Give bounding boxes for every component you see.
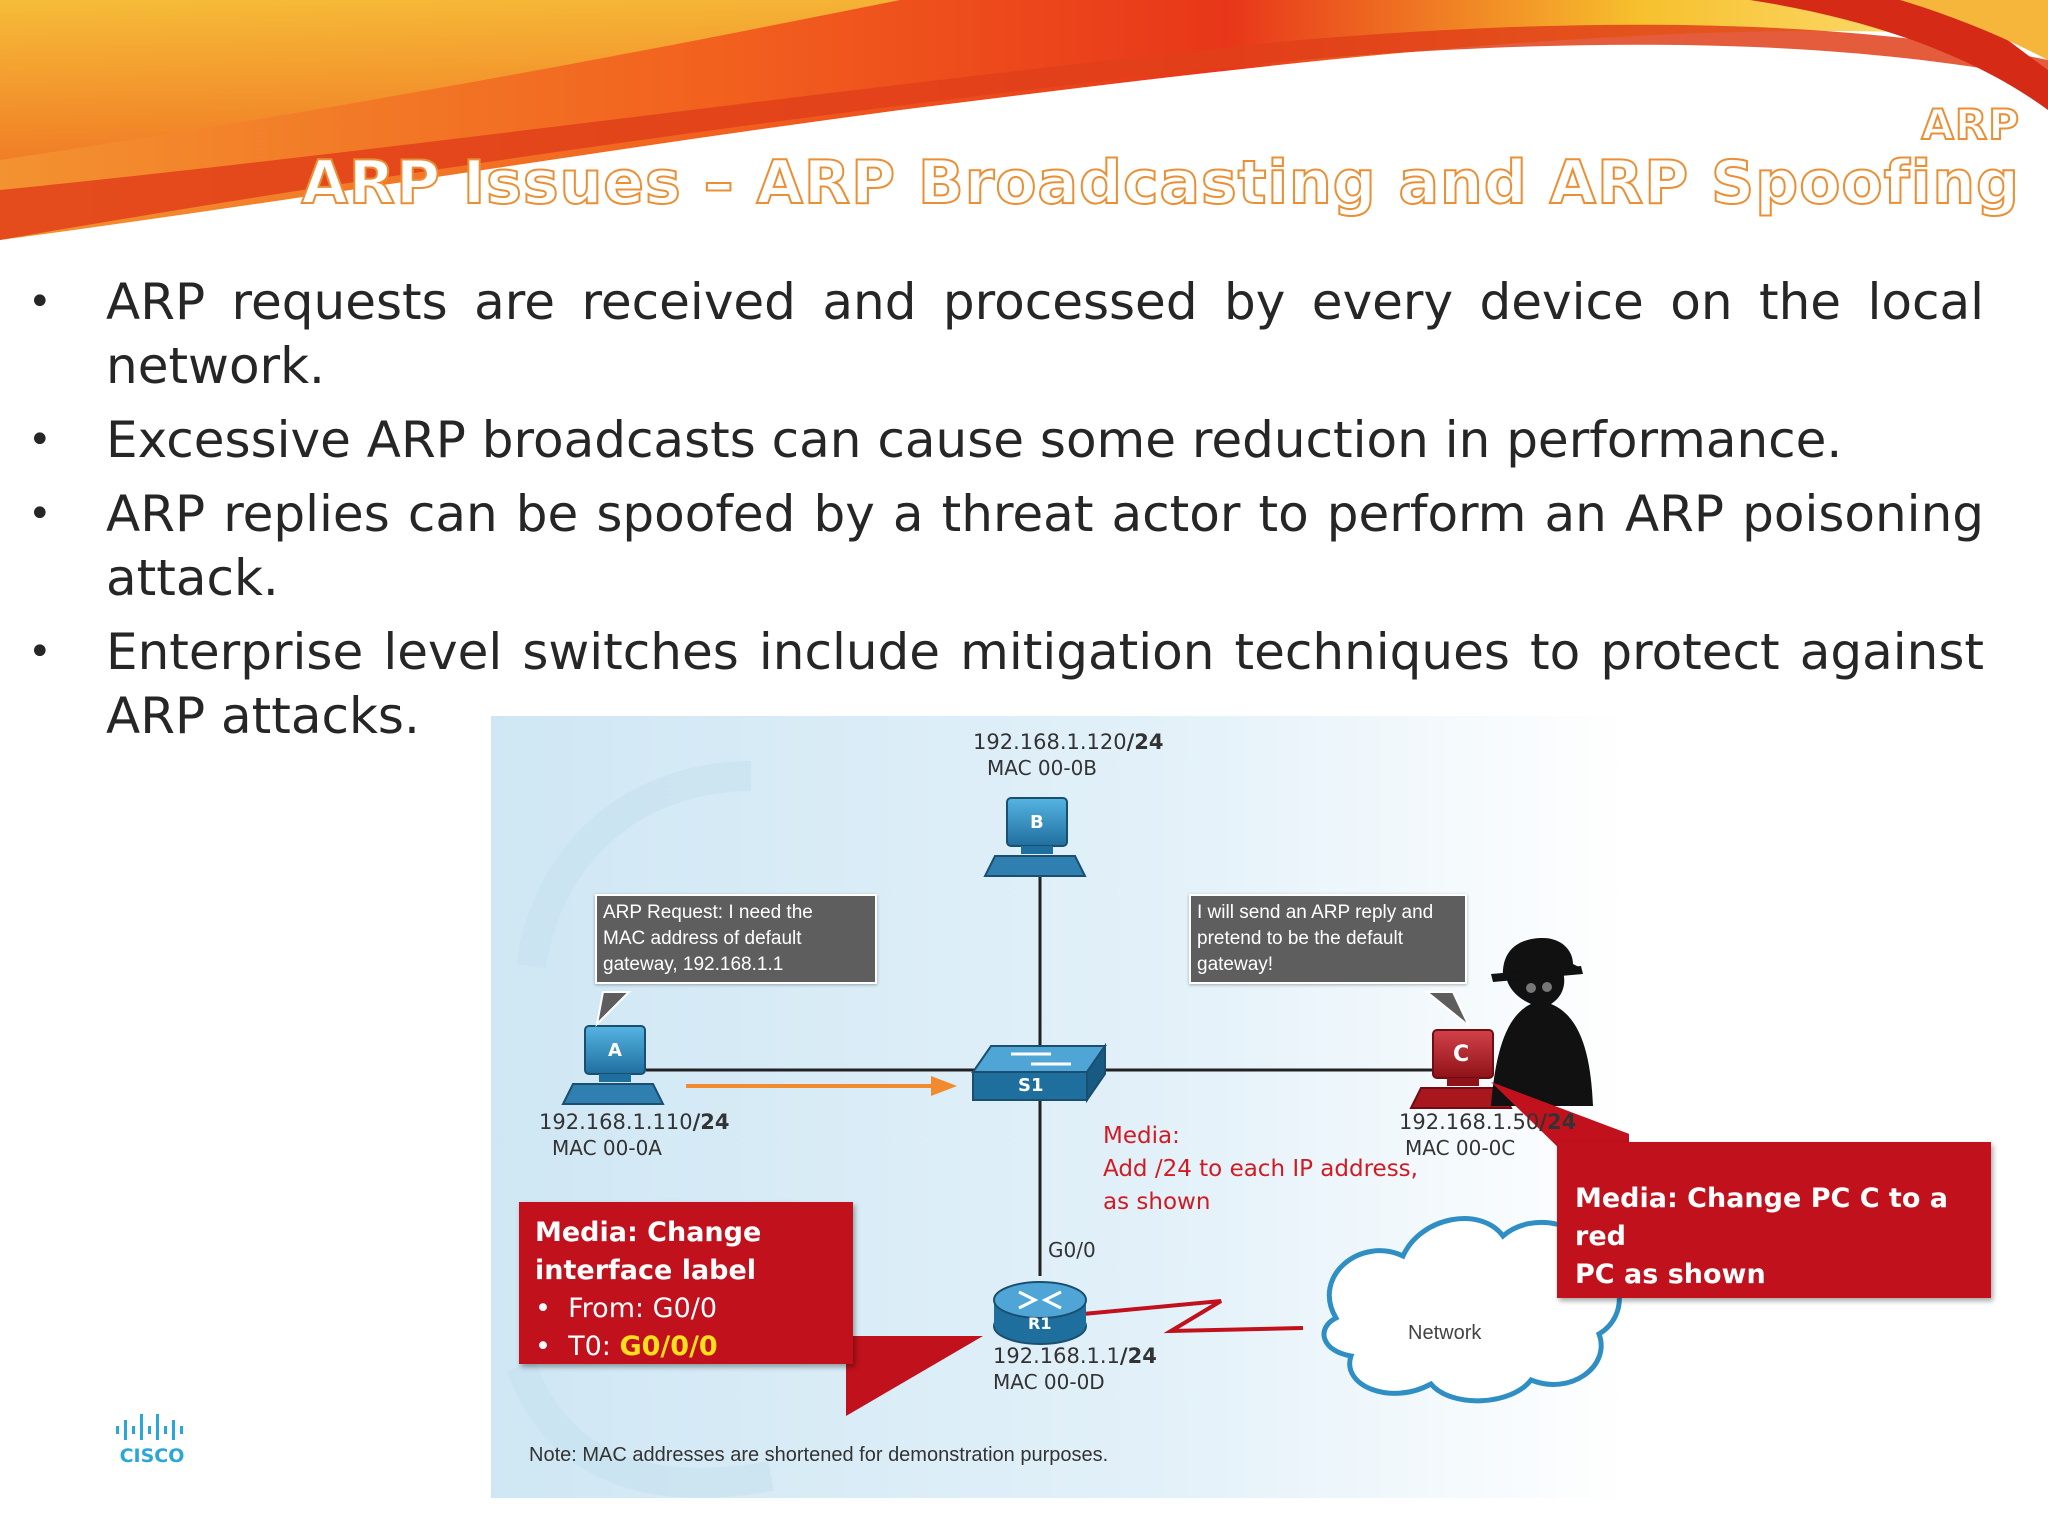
callout-wedge-interface [846,1336,983,1416]
bullet-text: Excessive ARP broadcasts can cause some … [106,411,1843,469]
spoof-reply-bubble: I will send an ARP reply and pretend to … [1189,894,1467,984]
router-label: R1 [1028,1314,1052,1333]
pc-b-ip: 192.168.1.120/24 [973,730,1164,754]
media-pc-c-callout: Media: Change PC C to a red PC as shown [1557,1142,1991,1298]
bubble-c-tail [1424,991,1470,1027]
bullet-item: •ARP replies can be spoofed by a threat … [28,485,1984,607]
pc-c-label: C [1453,1042,1470,1067]
header-banner [0,0,2048,241]
bullet-item: •Enterprise level switches include mitig… [28,623,1984,745]
switch-label: S1 [1018,1075,1044,1096]
media-ip-note: Media: Add /24 to each IP address, as sh… [1103,1123,1418,1215]
router-interface: G0/0 [1048,1238,1096,1262]
slide-title: ARP Issues – ARP Broadcasting and ARP Sp… [300,147,2020,219]
switch-s1-icon [971,1042,1107,1104]
bubble-a-tail [595,991,632,1027]
pc-c-ip: 192.168.1.50/24 [1399,1110,1577,1134]
pc-c-mac: MAC 00-0C [1405,1136,1516,1160]
arp-arrow-head [931,1076,957,1096]
network-cloud [1321,1216,1622,1404]
router-r1-icon [993,1281,1087,1345]
link-r1-network [1082,1299,1304,1334]
section-label: ARP [1920,99,2020,150]
pc-a-ip: 192.168.1.110/24 [539,1110,730,1134]
router-mac: MAC 00-0D [993,1370,1105,1394]
media-interface-callout: Media: Change interface label • From: G0… [519,1202,853,1364]
cloud-label: Network [1408,1322,1482,1344]
bullet-text: Enterprise level switches include mitiga… [106,623,1984,745]
threat-actor-icon [1491,938,1593,1106]
bullet-item: •Excessive ARP broadcasts can cause some… [28,411,1843,469]
network-diagram: B A C S1 R1 192.168.1.120/24 MAC 00-0B 1… [491,716,1991,1498]
pc-b-label: B [1030,812,1044,833]
bullet-text: ARP requests are received and processed … [106,273,1984,395]
cisco-logo: CISCO [116,1414,185,1466]
bullet-text: ARP replies can be spoofed by a threat a… [106,485,1984,607]
arp-request-bubble: ARP Request: I need the MAC address of d… [595,894,877,984]
pc-a-label: A [608,1040,622,1061]
cisco-wordmark: CISCO [120,1445,185,1466]
pc-a-mac: MAC 00-0A [552,1136,662,1160]
router-ip: 192.168.1.1/24 [993,1344,1157,1368]
bullet-item: •ARP requests are received and processed… [28,273,1984,395]
pc-b-icon [983,797,1087,877]
pc-b-mac: MAC 00-0B [987,756,1098,780]
diagram-graphics [491,716,1629,1498]
bullet-list: •ARP requests are received and processed… [24,270,1984,758]
pc-a-icon [561,1025,665,1105]
pc-c-icon [1409,1029,1513,1109]
footnote: Note: MAC addresses are shortened for de… [529,1444,1109,1466]
